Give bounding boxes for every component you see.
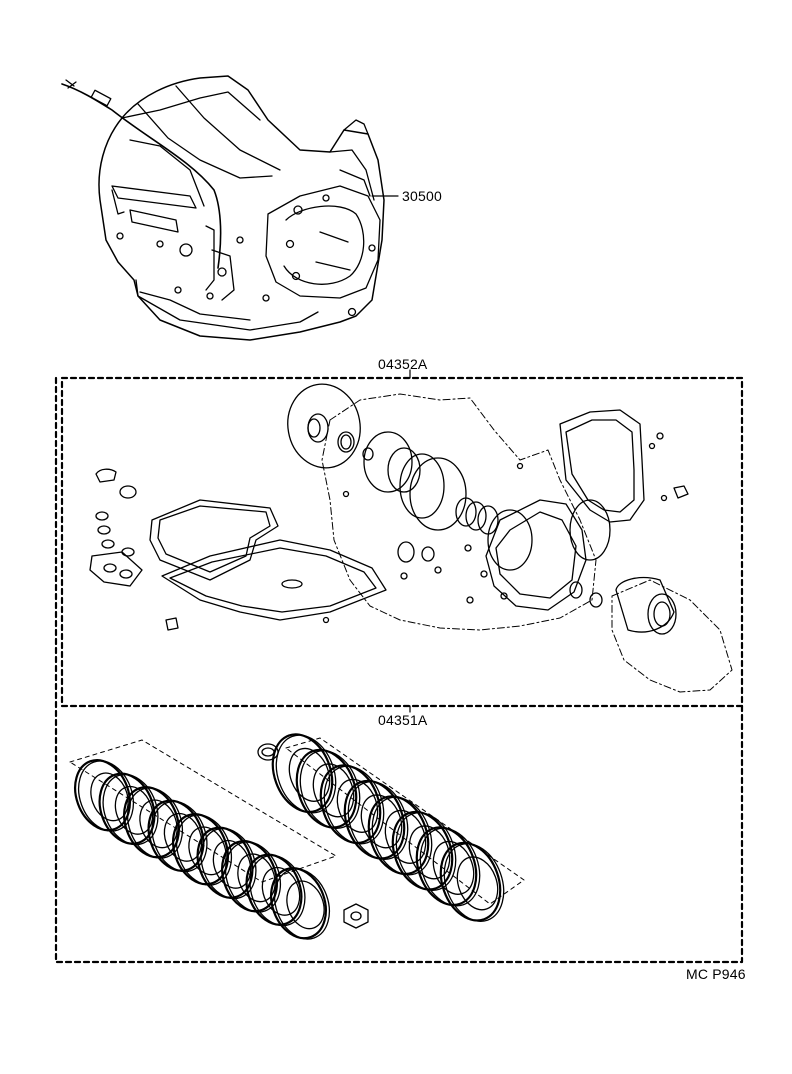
- clutch-small-parts: [257, 743, 369, 929]
- clutch-discs-right: [271, 733, 505, 922]
- callout-30500: 30500: [402, 188, 442, 204]
- clutch-discs-left: [74, 759, 331, 940]
- callout-04351a: 04351A: [378, 712, 428, 728]
- clutch-disc: [439, 841, 505, 922]
- transaxle-assembly-illustration: [61, 75, 399, 341]
- clutch-disc: [98, 772, 159, 846]
- clutch-disc: [270, 867, 331, 940]
- callout-04352a: 04352A: [378, 356, 428, 372]
- clutch-disc: [245, 853, 306, 927]
- reference-code: MC P946: [686, 966, 746, 982]
- clutch-disc-kit-group: [54, 376, 744, 964]
- gasket-kit-group: [60, 369, 744, 713]
- clutch-disc: [172, 813, 233, 886]
